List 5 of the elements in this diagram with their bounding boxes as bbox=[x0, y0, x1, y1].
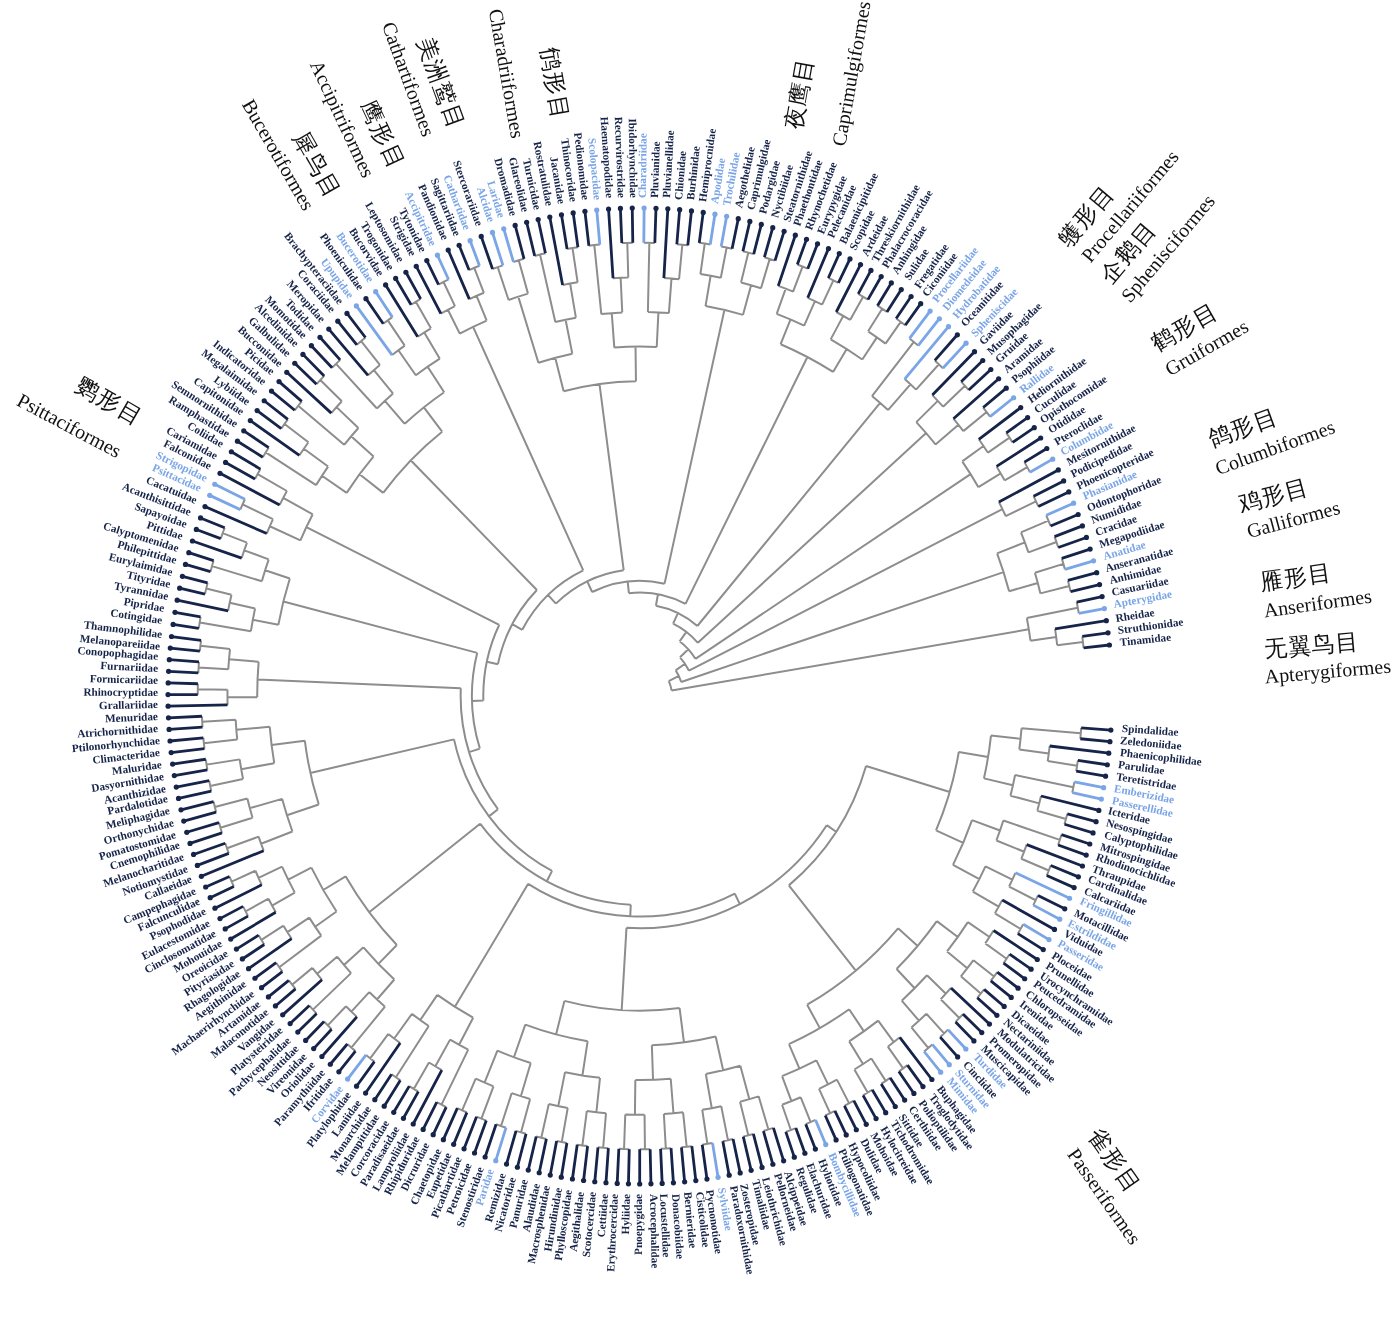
order-label: 无翼鸟目 bbox=[1263, 630, 1361, 664]
order-label: Charadriiformes bbox=[480, 7, 528, 141]
order-label: 鸻形目 bbox=[532, 46, 572, 122]
order-label: 夜鹰目 bbox=[782, 56, 822, 132]
order-label: 雁形目 bbox=[1258, 562, 1334, 596]
